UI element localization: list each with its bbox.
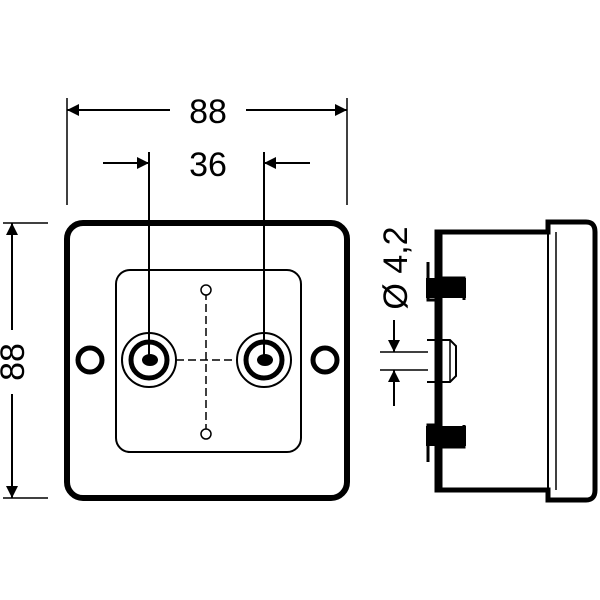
side-view xyxy=(426,219,598,503)
dimension-spacing-label: 36 xyxy=(189,146,227,184)
mounting-hole-right xyxy=(310,345,340,375)
mounting-hole-left xyxy=(75,345,105,375)
side-pin xyxy=(427,339,457,383)
front-view xyxy=(64,152,350,501)
dimension-height-label: 88 xyxy=(0,343,32,381)
dimension-width: 88 xyxy=(66,93,348,205)
cover-plate xyxy=(115,269,302,453)
screw-hole-bottom xyxy=(200,428,212,440)
dimension-hole-diameter: Ø 4,2 xyxy=(377,226,428,406)
dimension-hole-spacing: 36 xyxy=(103,146,310,184)
dimension-diameter-label: Ø 4,2 xyxy=(377,226,415,309)
screw-hole-top xyxy=(200,284,212,296)
housing-outer xyxy=(64,220,350,501)
dimension-height: 88 xyxy=(0,222,48,499)
side-body xyxy=(434,219,598,503)
dimension-width-label: 88 xyxy=(189,93,227,131)
